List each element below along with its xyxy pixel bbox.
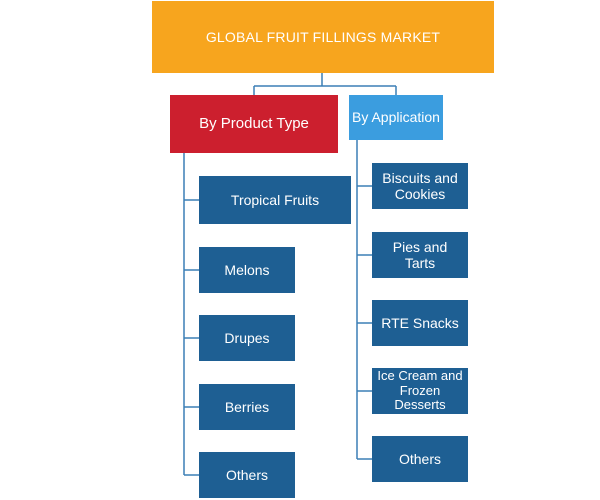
diagram-root-node: GLOBAL FRUIT FILLINGS MARKET (152, 1, 494, 73)
application-item-ice-cream-and-frozen-desserts: Ice Cream and Frozen Desserts (372, 368, 468, 414)
product-type-item-melons: Melons (199, 247, 295, 293)
product-type-item-berries: Berries (199, 384, 295, 430)
application-item-rte-snacks: RTE Snacks (372, 300, 468, 346)
product-type-item-tropical-fruits: Tropical Fruits (199, 176, 351, 224)
category-product-type: By Product Type (170, 95, 338, 153)
category-application: By Application (349, 95, 443, 140)
product-type-item-others: Others (199, 452, 295, 498)
product-type-item-drupes: Drupes (199, 315, 295, 361)
application-item-biscuits-and-cookies: Biscuits and Cookies (372, 163, 468, 209)
application-item-pies-and-tarts: Pies and Tarts (372, 232, 468, 278)
application-item-others: Others (372, 436, 468, 482)
